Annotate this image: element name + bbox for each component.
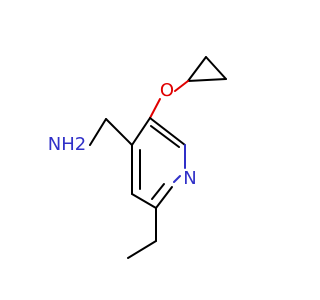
ring-bond-c6-c1 (155, 186, 173, 209)
cyclopropyl-bond-left (187, 56, 207, 82)
oxygen-to-cyclopropyl-bond (174, 80, 189, 92)
cyclopropyl-bond-bottom (187, 78, 227, 82)
cyclopropyl-bond-top (205, 56, 227, 80)
methylene-to-amine-bond (89, 118, 107, 146)
ring-bond-c3-c4 (131, 117, 151, 146)
ring-inner-double-bond-bottom (151, 183, 165, 200)
ring-bond-n-to-c6 (173, 175, 181, 183)
molecule-diagram: NH2 N O (47, 56, 227, 259)
amine-label: NH2 (48, 134, 86, 155)
ether-oxygen-label: O (160, 80, 174, 101)
ring-bond-c5-c6 (131, 193, 157, 209)
structure-drawing: NH2 N O (48, 56, 227, 259)
oxygen-to-ring-bond (149, 98, 161, 119)
ring-nitrogen-label: N (183, 168, 196, 189)
ring-bond-c3-c2 (149, 117, 186, 146)
ring-inner-double-bond-top (150, 125, 180, 148)
ring-to-methylene-bond (105, 118, 133, 146)
ethyl-chain-bond (127, 240, 157, 259)
